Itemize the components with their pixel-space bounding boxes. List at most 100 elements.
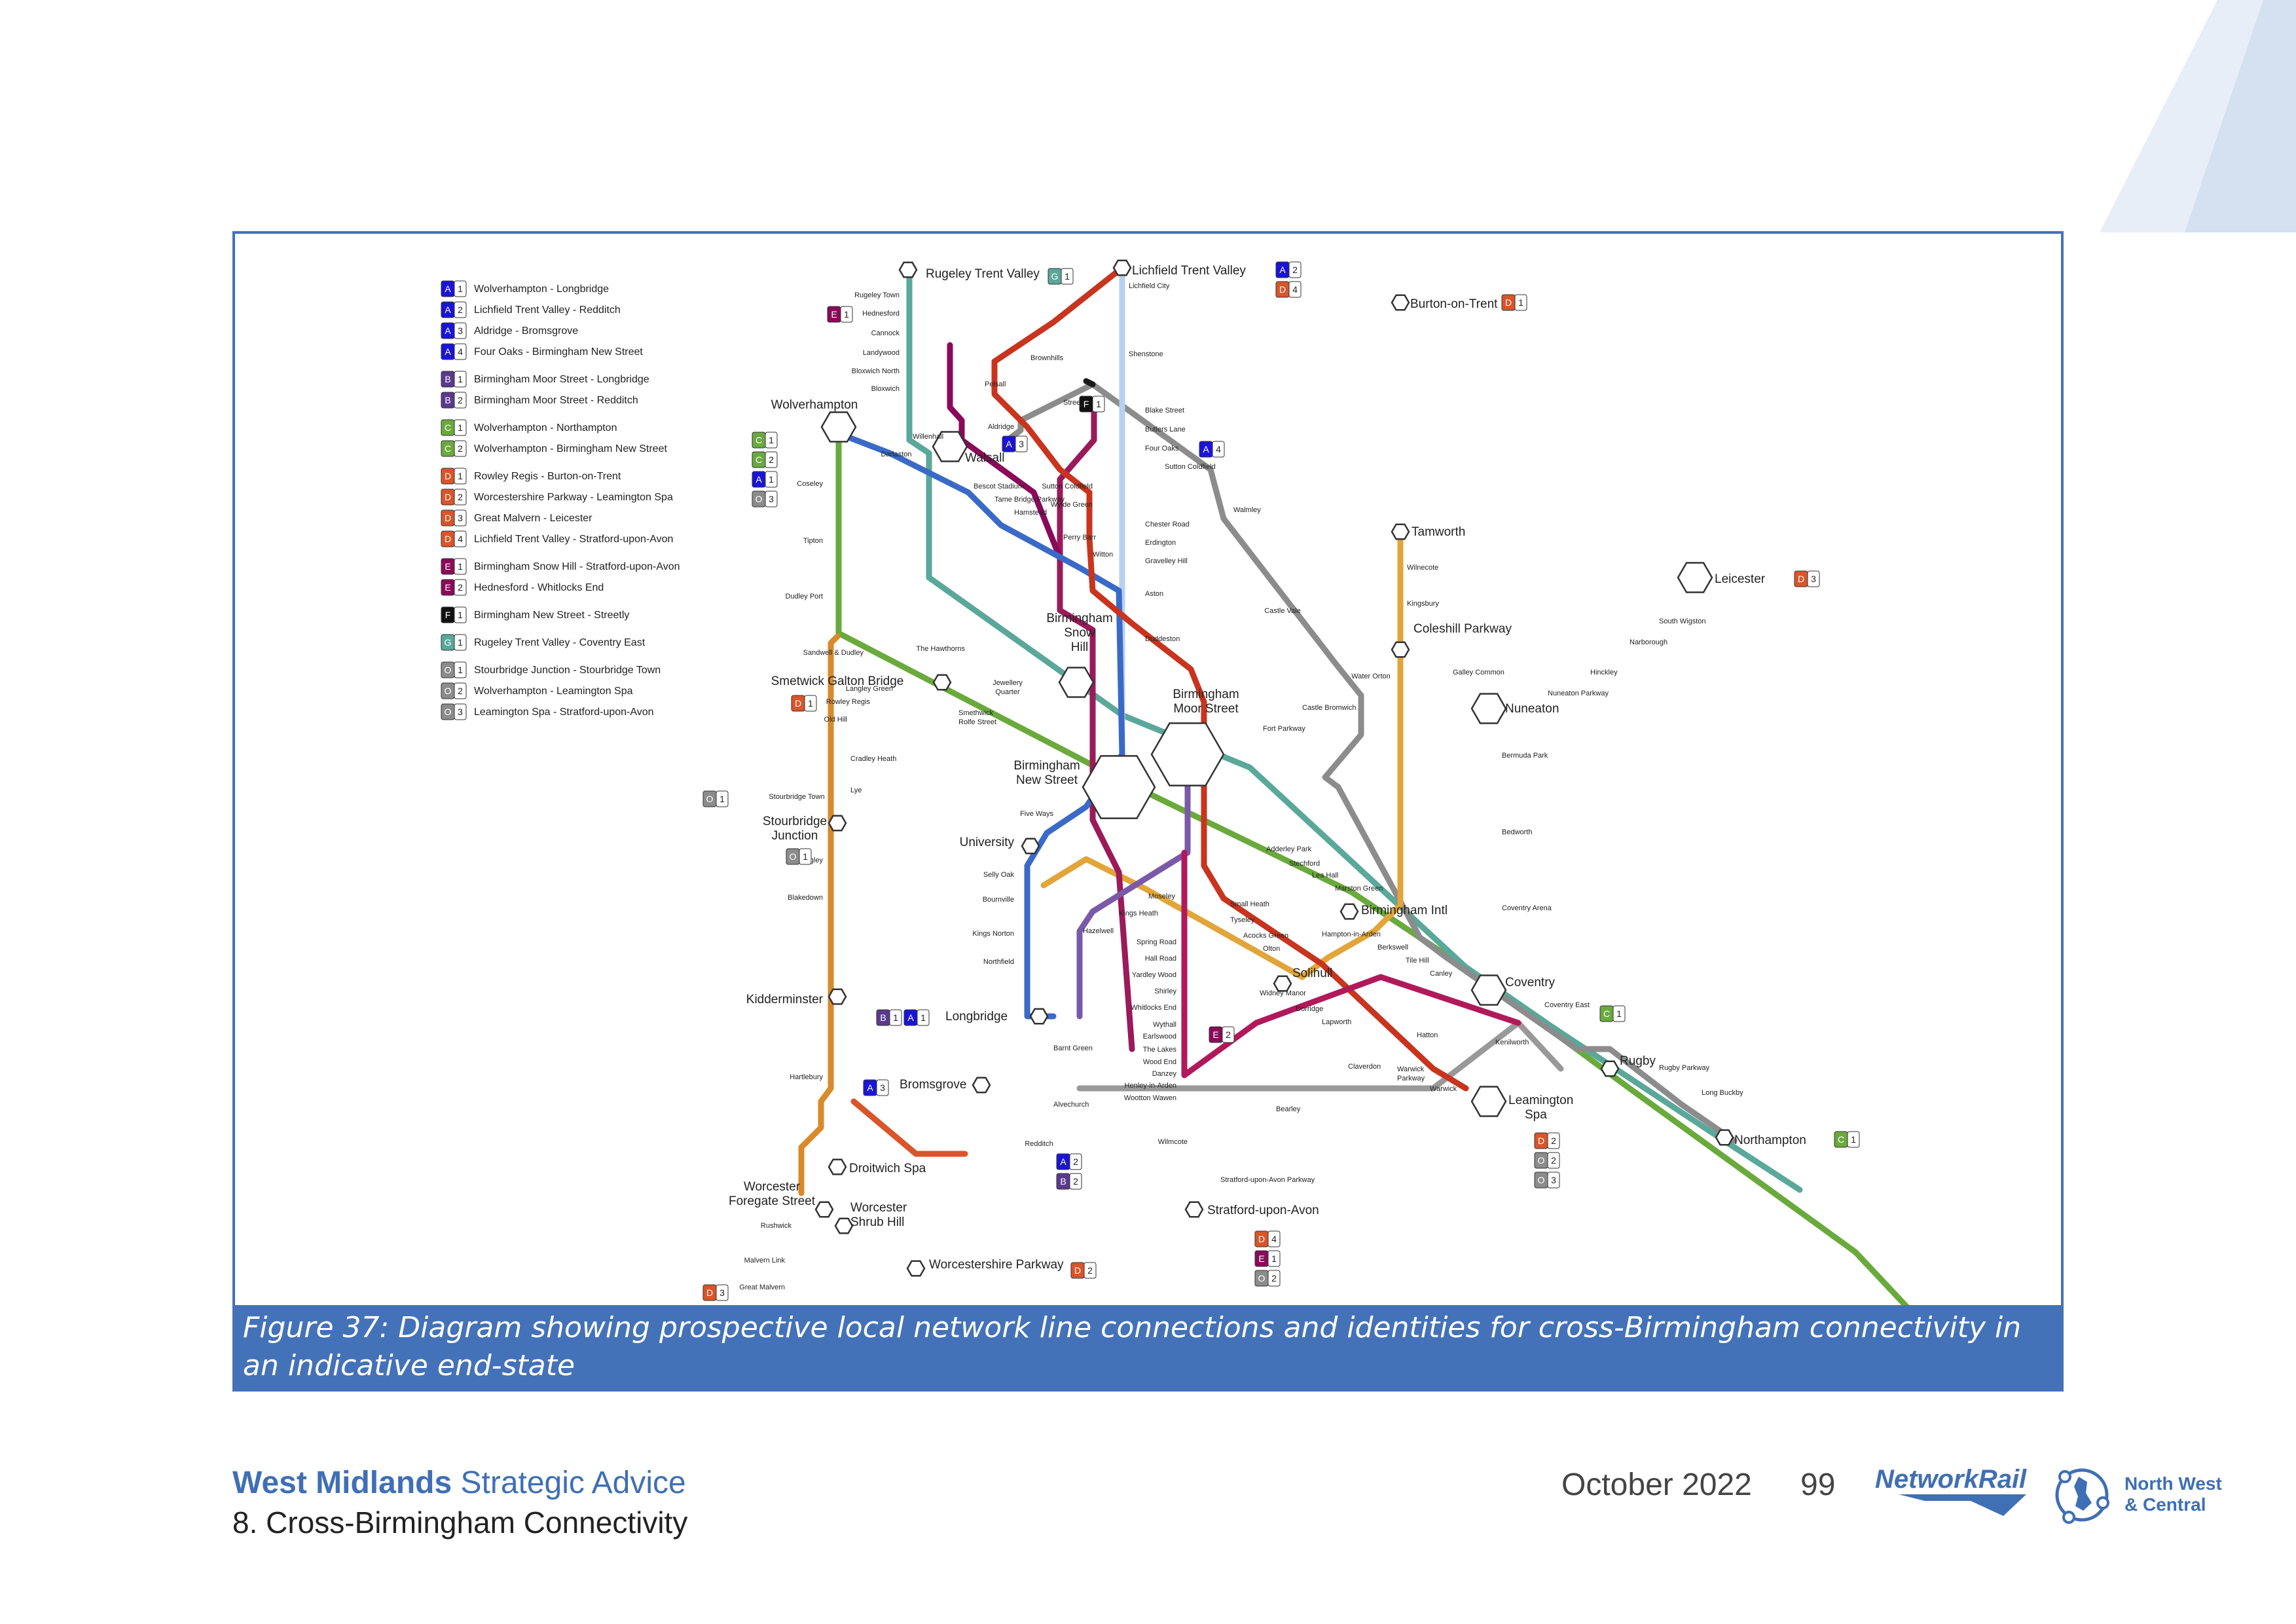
svg-text:1: 1 xyxy=(1065,271,1070,282)
station-marker-stourbridge-junction[interactable] xyxy=(828,815,847,832)
minor-station-label: Dorridge xyxy=(1296,1005,1323,1013)
minor-station-label: Blakedown xyxy=(788,894,823,902)
station-marker-rugeley-trent-valley[interactable] xyxy=(898,261,918,278)
station-marker-walsall[interactable] xyxy=(932,431,968,462)
minor-station-label: Willenhall xyxy=(913,433,943,441)
minor-station-label: Hinckley xyxy=(1590,669,1618,676)
svg-text:D: D xyxy=(445,492,451,502)
station-marker-birmingham-snow-hill[interactable] xyxy=(1058,667,1095,698)
station-label: Coventry xyxy=(1505,976,1556,989)
svg-text:1: 1 xyxy=(458,374,463,384)
station-marker-nuneaton[interactable] xyxy=(1470,693,1507,724)
station-label: Stratford-upon-Avon xyxy=(1207,1204,1319,1217)
minor-station-label: Bloxwich North xyxy=(852,367,900,375)
station-marker-worcester-foregate-street[interactable] xyxy=(814,1201,834,1218)
station-marker-university[interactable] xyxy=(1021,838,1040,855)
minor-station-label: Aston xyxy=(1145,590,1163,598)
station-marker-smetwick-galton-bridge[interactable] xyxy=(932,674,952,691)
minor-station-label: Marston Green xyxy=(1335,885,1383,893)
station-label: Birmingham xyxy=(1173,688,1239,701)
svg-text:A: A xyxy=(867,1082,873,1093)
station-label: Longbridge xyxy=(945,1010,1008,1024)
svg-text:3: 3 xyxy=(1019,439,1024,449)
svg-text:1: 1 xyxy=(769,474,774,485)
station-label: Birmingham Intl xyxy=(1361,904,1448,917)
minor-station-label: Rugby Parkway xyxy=(1659,1064,1710,1072)
svg-text:4: 4 xyxy=(1271,1234,1277,1244)
station-label: Shrub Hill xyxy=(850,1215,904,1229)
station-marker-birmingham-moor-street[interactable] xyxy=(1150,722,1225,786)
minor-station-label: Sutton Coldfield xyxy=(1165,463,1216,471)
station-marker-tamworth[interactable] xyxy=(1391,523,1410,540)
footer-date: October 2022 xyxy=(1561,1467,1752,1502)
minor-station-label: Yardley Wood xyxy=(1132,971,1176,979)
minor-station-label: Rushwick xyxy=(761,1222,792,1230)
station-marker-lichfield-trent-valley[interactable] xyxy=(1112,259,1132,276)
station-marker-droitwich-spa[interactable] xyxy=(828,1158,847,1175)
minor-station-label: Fort Parkway xyxy=(1263,725,1305,733)
station-marker-northampton[interactable] xyxy=(1715,1129,1734,1146)
station-marker-stratford-upon-avon[interactable] xyxy=(1184,1201,1204,1218)
svg-text:C: C xyxy=(756,435,762,445)
route-line-d1 xyxy=(1040,528,1404,980)
station-marker-coleshill-parkway[interactable] xyxy=(1391,641,1410,658)
station-label: Burton-on-Trent xyxy=(1410,297,1498,311)
legend-label: Worcestershire Parkway - Leamington Spa xyxy=(474,492,673,503)
svg-text:C: C xyxy=(445,443,451,454)
minor-station-label: Selly Oak xyxy=(983,871,1015,879)
station-marker-solihull[interactable] xyxy=(1273,975,1292,992)
minor-station-label: Lye xyxy=(850,786,862,794)
svg-text:C: C xyxy=(756,454,762,465)
station-marker-rugby[interactable] xyxy=(1600,1060,1620,1077)
station-marker-worcester-shrub-hill[interactable] xyxy=(834,1217,854,1234)
minor-station-label: Langley Green xyxy=(846,685,893,693)
station-marker-wolverhampton[interactable] xyxy=(820,411,857,443)
station-marker-burton-on-trent[interactable] xyxy=(1391,294,1410,311)
minor-station-label: Wilnecote xyxy=(1407,564,1438,572)
svg-text:G: G xyxy=(445,637,452,648)
svg-text:O: O xyxy=(445,686,452,696)
minor-station-label: Bearley xyxy=(1276,1105,1301,1113)
svg-text:3: 3 xyxy=(458,707,463,717)
legend-label: Lichfield Trent Valley - Stratford-upon-… xyxy=(474,534,673,545)
svg-text:B: B xyxy=(445,374,450,384)
svg-text:O: O xyxy=(790,851,797,862)
svg-text:3: 3 xyxy=(458,513,463,523)
svg-text:1: 1 xyxy=(458,422,463,433)
minor-station-label: Coventry East xyxy=(1544,1001,1590,1009)
svg-text:3: 3 xyxy=(1551,1175,1556,1185)
station-marker-birmingham-intl[interactable] xyxy=(1339,903,1359,920)
station-marker-kidderminster[interactable] xyxy=(828,988,847,1005)
station-marker-leicester[interactable] xyxy=(1677,562,1713,593)
station-marker-longbridge[interactable] xyxy=(1029,1008,1049,1025)
route-line-e2 xyxy=(947,342,1063,561)
svg-text:O: O xyxy=(445,665,452,675)
station-label: Moor Street xyxy=(1173,702,1239,716)
minor-station-label: Tipton xyxy=(803,537,823,545)
station-marker-leamington-spa[interactable] xyxy=(1470,1086,1507,1117)
station-marker-worcestershire-parkway[interactable] xyxy=(906,1260,926,1277)
minor-station-label: Tame Bridge Parkway xyxy=(994,496,1065,504)
station-marker-coventry[interactable] xyxy=(1470,974,1507,1006)
minor-station-label: South Wigston xyxy=(1659,618,1706,625)
svg-text:2: 2 xyxy=(1551,1155,1556,1166)
minor-station-label: Five Ways xyxy=(1020,810,1053,818)
station-marker-birmingham-new-street[interactable] xyxy=(1082,755,1156,819)
svg-text:2: 2 xyxy=(458,582,463,593)
station-marker-bromsgrove[interactable] xyxy=(972,1077,991,1094)
minor-station-label: Smethwick xyxy=(958,709,994,717)
legend-label: Hednesford - Whitlocks End xyxy=(474,582,604,593)
minor-station-label: Brownhills xyxy=(1030,354,1064,362)
region-name: North West & Central xyxy=(2124,1473,2222,1515)
station-label: Birmingham xyxy=(1046,612,1112,625)
